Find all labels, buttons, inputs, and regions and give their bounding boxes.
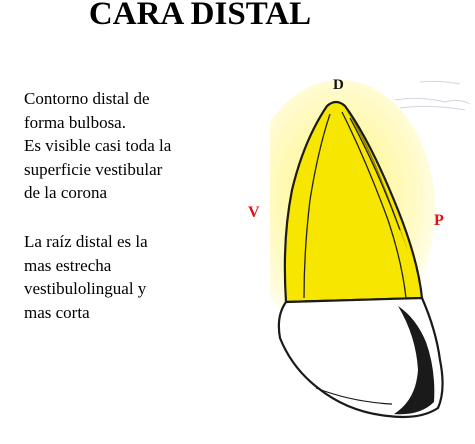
root-shadow	[394, 306, 435, 415]
text-line: Es visible casi toda la	[24, 136, 172, 155]
label-vestibular: V	[248, 204, 260, 221]
description-paragraph-1: Contorno distal de forma bulbosa. Es vis…	[24, 87, 171, 205]
label-palatal: P	[434, 212, 444, 229]
root-detail-line	[315, 387, 393, 405]
text-line: vestibulolingual y	[24, 279, 147, 298]
text-line: Contorno distal de	[24, 89, 150, 108]
scan-marks	[394, 80, 471, 111]
root-shape	[277, 296, 444, 419]
text-line: de la corona	[24, 183, 108, 202]
text-line: superficie vestibular	[24, 159, 163, 179]
text-line: forma bulbosa.	[24, 112, 126, 132]
text-line: mas corta	[24, 302, 90, 322]
description-paragraph-2: La raíz distal es la mas estrecha vestib…	[24, 230, 148, 324]
label-distal: D	[333, 77, 344, 93]
slide-title: CARA DISTAL	[88, 0, 312, 32]
text-line: La raíz distal es la	[24, 232, 148, 251]
text-line: mas estrecha	[24, 255, 112, 275]
tooth-distal-illustration	[270, 80, 471, 419]
